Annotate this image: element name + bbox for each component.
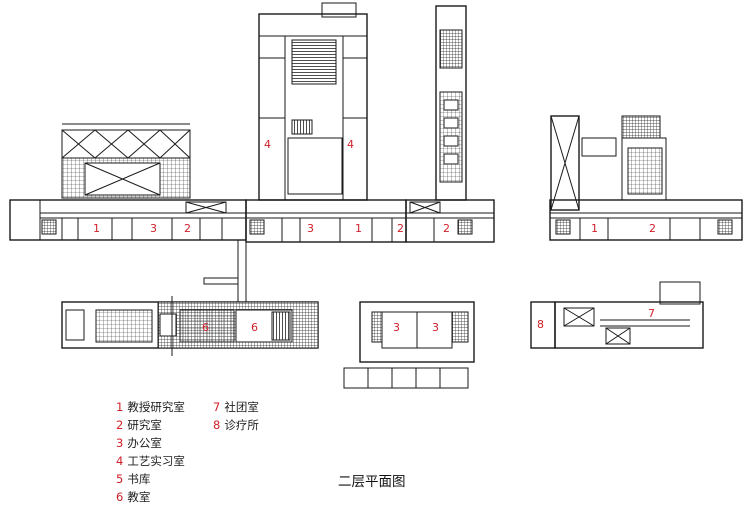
office-block bbox=[343, 301, 475, 389]
room-label: 3 bbox=[150, 222, 157, 235]
room-label: 7 bbox=[648, 307, 655, 320]
room-label: 3 bbox=[393, 321, 400, 334]
room-label: 8 bbox=[537, 318, 544, 331]
room-label: 1 bbox=[591, 222, 598, 235]
room-label: 3 bbox=[307, 222, 314, 235]
room-label: 1 bbox=[93, 222, 100, 235]
room-label: 6 bbox=[202, 321, 209, 334]
room-label: 3 bbox=[432, 321, 439, 334]
room-label: 6 bbox=[251, 321, 258, 334]
classroom-block bbox=[61, 296, 319, 356]
room-label: 4 bbox=[347, 138, 354, 151]
room-label: 2 bbox=[649, 222, 656, 235]
room-label: 4 bbox=[264, 138, 271, 151]
east-wing bbox=[549, 115, 743, 241]
drawing-caption: 二层平面图 bbox=[338, 474, 406, 490]
room-labels: 1 3 2 3 1 2 2 4 4 1 2 3 3 6 6 8 7 bbox=[93, 138, 656, 334]
bridge bbox=[237, 239, 247, 305]
room-label: 2 bbox=[443, 222, 450, 235]
main-wing bbox=[9, 2, 495, 243]
club-block bbox=[530, 281, 704, 349]
room-label: 2 bbox=[397, 222, 404, 235]
room-label: 1 bbox=[355, 222, 362, 235]
room-label: 2 bbox=[184, 222, 191, 235]
